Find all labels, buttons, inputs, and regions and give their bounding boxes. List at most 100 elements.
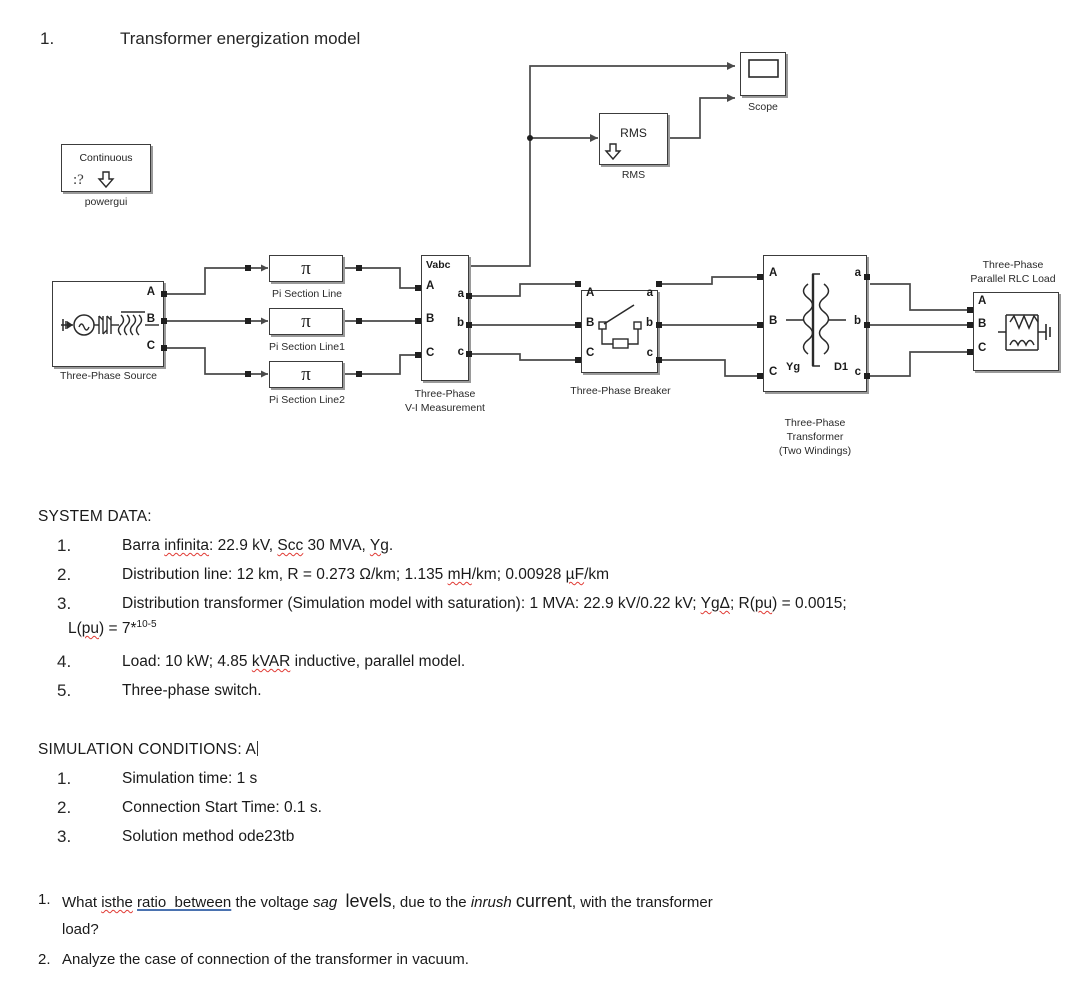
three-phase-source-label: Three-Phase Source bbox=[60, 370, 157, 382]
question-1-line2: load? bbox=[62, 921, 99, 938]
q1-grammar-ratio-between: ratio between bbox=[137, 894, 232, 911]
system-data-item-2-number: 2. bbox=[57, 565, 72, 584]
load-port-a[interactable] bbox=[967, 307, 973, 313]
pi-symbol-1: π bbox=[301, 257, 311, 279]
sd1-misspell-scc: Scc bbox=[277, 537, 304, 554]
question-1: What isthe ratio between the voltage sag… bbox=[62, 891, 713, 912]
transformer-core-icon bbox=[786, 273, 846, 367]
page-title-number: 1. bbox=[40, 29, 55, 48]
scope-label: Scope bbox=[748, 101, 778, 113]
three-phase-source-block[interactable]: A B C bbox=[52, 281, 164, 367]
source-port-label-a: A bbox=[146, 286, 155, 298]
load-port-label-B: B bbox=[978, 318, 987, 330]
vi-port-label-A: A bbox=[426, 280, 435, 292]
breaker-port-label-c: c bbox=[646, 347, 653, 359]
pi2-in-port[interactable] bbox=[245, 318, 251, 324]
breaker-port-label-C: C bbox=[586, 347, 595, 359]
pi-section-line2-block[interactable]: π bbox=[269, 361, 343, 388]
diagram-wires bbox=[167, 62, 970, 378]
page-title: Transformer energization model bbox=[120, 29, 361, 48]
q1-emph-levels: levels bbox=[345, 891, 392, 911]
source-port-b[interactable] bbox=[161, 318, 167, 324]
sim-item-2: Connection Start Time: 0.1 s. bbox=[122, 799, 322, 816]
rlc-load-label-line1: Three-Phase bbox=[982, 259, 1044, 271]
three-phase-transformer-block[interactable]: A B C a b c Yg D1 bbox=[763, 255, 867, 392]
xfmr-out-port-b[interactable] bbox=[864, 322, 870, 328]
system-data-item-3: Distribution transformer (Simulation mod… bbox=[122, 595, 847, 613]
xfmr-port-label-b: b bbox=[853, 315, 861, 327]
three-phase-breaker-label: Three-Phase Breaker bbox=[570, 385, 671, 397]
sim-item-1-number: 1. bbox=[57, 769, 72, 788]
three-phase-breaker-block[interactable]: A B C a b c bbox=[581, 287, 658, 373]
simulink-diagram: Continuous :? powergui bbox=[0, 0, 1080, 480]
q1-p7: , with the transformer bbox=[571, 894, 713, 911]
pi-section-line-block[interactable]: π bbox=[269, 255, 343, 282]
xfmr-in-port-c[interactable] bbox=[757, 373, 763, 379]
pi3-in-port[interactable] bbox=[245, 371, 251, 377]
system-data-item-1-number: 1. bbox=[57, 536, 72, 555]
source-port-c[interactable] bbox=[161, 345, 167, 351]
pi3-out-port[interactable] bbox=[356, 371, 362, 377]
sim-item-3: Solution method ode23tb bbox=[122, 828, 295, 845]
pi2-out-port[interactable] bbox=[356, 318, 362, 324]
breaker-port-label-b: b bbox=[645, 317, 653, 329]
vi-in-port-b[interactable] bbox=[415, 318, 421, 324]
rlc-load-block[interactable]: A B C bbox=[973, 292, 1059, 371]
transformer-label-line2: Transformer bbox=[786, 431, 844, 443]
xfmr-in-port-a[interactable] bbox=[757, 274, 763, 280]
vi-measurement-label-line1: Three-Phase bbox=[414, 388, 476, 400]
pi-section-line1-block[interactable]: π bbox=[269, 308, 343, 335]
sd1-post3: . bbox=[388, 537, 394, 554]
sd1-post: : 22.9 kV, bbox=[209, 537, 278, 554]
breaker-port-label-A: A bbox=[586, 287, 595, 299]
load-port-c[interactable] bbox=[967, 349, 973, 355]
source-port-a[interactable] bbox=[161, 291, 167, 297]
breaker-out-port-c[interactable] bbox=[656, 357, 662, 363]
pi1-in-port[interactable] bbox=[245, 265, 251, 271]
vi-out-port-a[interactable] bbox=[466, 293, 472, 299]
xfmr-port-label-B: B bbox=[769, 315, 778, 327]
system-data-item-3-continuation: L(pu) = 7*10-5 bbox=[68, 619, 157, 638]
xfmr-out-port-c[interactable] bbox=[864, 373, 870, 379]
source-icon bbox=[61, 311, 159, 336]
transformer-label-line3: (Two Windings) bbox=[778, 445, 852, 457]
sd2-mid: /km; 0.00928 bbox=[471, 566, 566, 583]
q1-p4 bbox=[337, 894, 345, 911]
load-port-b[interactable] bbox=[967, 322, 973, 328]
vi-out-port-b[interactable] bbox=[466, 322, 472, 328]
breaker-in-port-b[interactable] bbox=[575, 322, 581, 328]
breaker-switch-icon bbox=[598, 304, 642, 349]
sd3-pre: Distribution transformer (Simulation mod… bbox=[122, 595, 701, 612]
rms-block[interactable]: RMS bbox=[599, 113, 668, 165]
scope-block[interactable] bbox=[740, 52, 786, 96]
breaker-in-port-c[interactable] bbox=[575, 357, 581, 363]
breaker-in-port-a[interactable] bbox=[575, 281, 581, 287]
sd1-misspell-yg: Yg bbox=[369, 537, 389, 554]
vi-measurement-block[interactable]: Vabc A B C a b c bbox=[421, 255, 469, 381]
pi-section-line2-label: Pi Section Line2 bbox=[269, 394, 345, 406]
sd4-misspell-kvar: kVAR bbox=[251, 653, 291, 670]
vi-measurement-label-line2: V-I Measurement bbox=[405, 402, 485, 414]
sd3-post: ) = 0.0015; bbox=[772, 595, 847, 612]
sim-heading-text: SIMULATION CONDITIONS: A bbox=[38, 741, 257, 758]
xfmr-out-port-a[interactable] bbox=[864, 274, 870, 280]
vi-port-label-C: C bbox=[426, 347, 435, 359]
sd2-pre: Distribution line: 12 km, R = 0.273 Ω/km… bbox=[122, 566, 448, 583]
source-port-label-b: B bbox=[146, 313, 155, 325]
transformer-secondary-winding-label: D1 bbox=[833, 361, 848, 373]
vi-port-label-a: a bbox=[457, 288, 464, 300]
sd1-pre: Barra bbox=[122, 537, 165, 554]
pi1-out-port[interactable] bbox=[356, 265, 362, 271]
vi-in-port-a[interactable] bbox=[415, 285, 421, 291]
q1-p3: the voltage bbox=[231, 894, 314, 911]
q1-p1: What bbox=[62, 894, 102, 911]
q1-emph-current: current bbox=[515, 891, 572, 911]
breaker-out-port-a[interactable] bbox=[656, 281, 662, 287]
xfmr-in-port-b[interactable] bbox=[757, 322, 763, 328]
vi-out-port-c[interactable] bbox=[466, 351, 472, 357]
q1-italic-sag: sag bbox=[313, 894, 338, 911]
system-data-item-4: Load: 10 kW; 4.85 kVAR inductive, parall… bbox=[122, 653, 465, 671]
breaker-out-port-b[interactable] bbox=[656, 322, 662, 328]
powergui-block[interactable]: Continuous :? bbox=[61, 144, 151, 192]
vi-in-port-c[interactable] bbox=[415, 352, 421, 358]
